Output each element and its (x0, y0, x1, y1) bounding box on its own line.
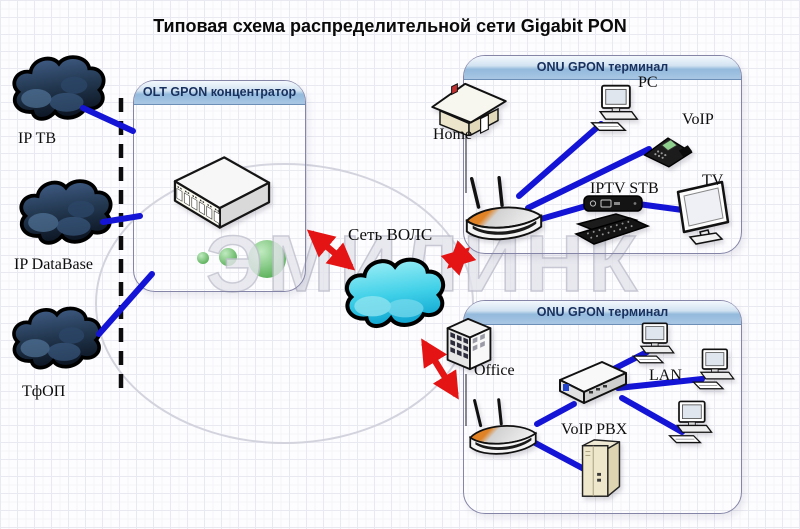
fiber-cloud (338, 246, 450, 344)
remote-icon (574, 213, 651, 245)
page-title: Типовая схема распределительной сети Gig… (153, 16, 627, 36)
watermark-dot (219, 248, 237, 266)
stb-icon (583, 195, 643, 212)
lan-workstation-icon (668, 400, 713, 444)
onu-home-header: ONU GPON терминал (464, 56, 741, 80)
pc-label: PC (638, 74, 658, 91)
office-label: Office (474, 362, 515, 379)
office-router-icon (468, 398, 538, 456)
onu-office-header: ONU GPON терминал (464, 301, 741, 325)
voip-label: VoIP (682, 111, 714, 128)
pc-icon (590, 84, 639, 132)
lan-label: LAN (649, 367, 682, 384)
lan-workstation-icon (692, 348, 735, 390)
voip-phone-icon (643, 137, 693, 168)
source-label-database: IP DataBase (14, 256, 93, 273)
olt-box-header: OLT GPON концентратор (134, 81, 305, 105)
fiber-cloud-label: Сеть ВОЛС (348, 225, 433, 244)
tv-icon (676, 180, 730, 245)
source-label-tfop: ТфОП (22, 383, 66, 400)
olt-box: OLT GPON концентратор (133, 80, 306, 292)
watermark-dot (197, 252, 209, 264)
trunk-dashed-line (118, 98, 124, 394)
source-cloud-database (19, 179, 113, 245)
lan-switch-icon (559, 361, 627, 404)
source-label-iptv: IP ТВ (18, 130, 57, 147)
stb-label: IPTV STB (590, 180, 659, 197)
pbx-server-icon (581, 439, 621, 497)
source-cloud-tfop (12, 306, 102, 370)
pbx-label: VoIP PBX (561, 421, 628, 438)
source-cloud-iptv (12, 55, 106, 121)
home-router-icon (465, 175, 543, 242)
home-label: Home (433, 126, 473, 143)
home-icon (431, 82, 507, 136)
olt-switch-icon (173, 156, 271, 229)
tv-label: TV (702, 172, 724, 189)
watermark-dot (248, 240, 286, 278)
red-fiber-arrows (306, 229, 477, 400)
lan-workstation-icon (632, 322, 675, 364)
